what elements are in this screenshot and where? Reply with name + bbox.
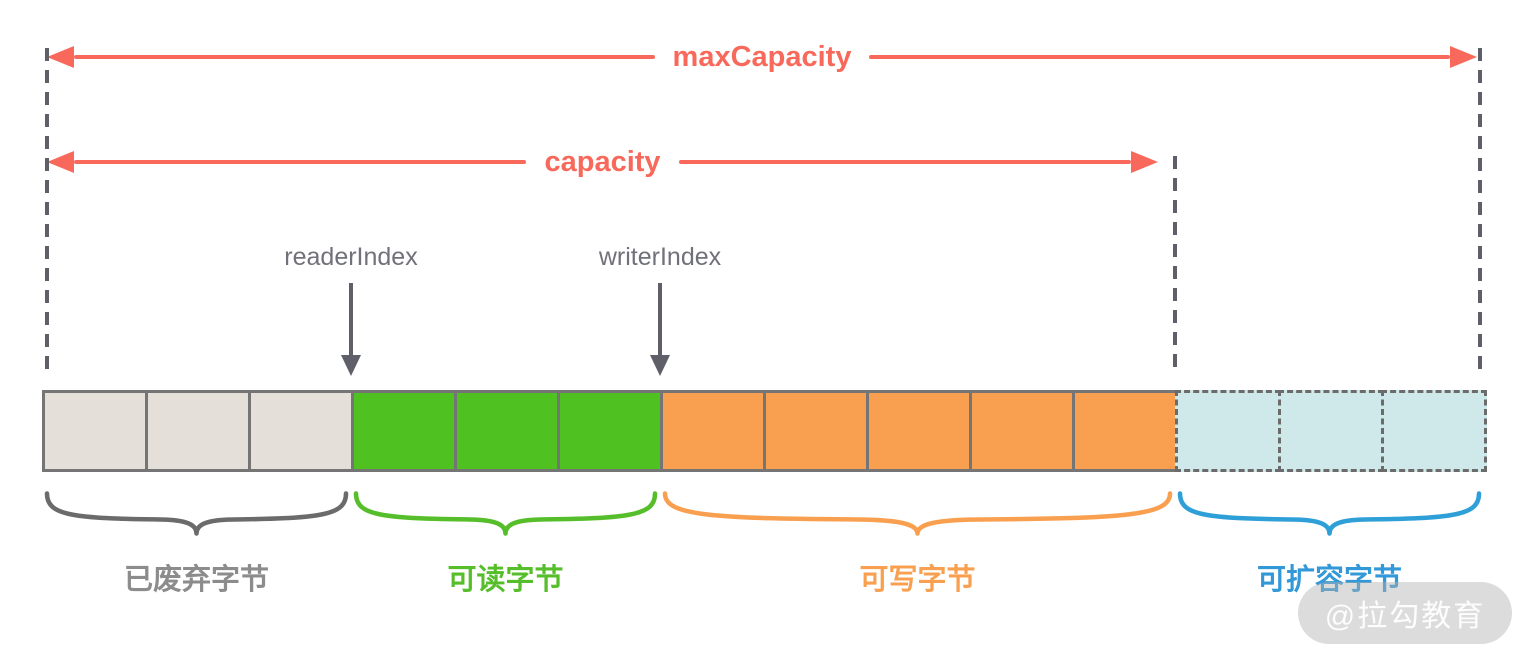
brace-writable — [662, 491, 1173, 536]
buffer-row — [42, 390, 1487, 472]
arrow-line — [678, 160, 1132, 164]
buffer-cell-discarded — [42, 390, 148, 472]
arrow-down-icon — [650, 355, 670, 376]
buffer-cell-expandable — [1175, 390, 1281, 472]
buffer-cell-discarded — [145, 390, 251, 472]
boundary-line-max-capacity — [1478, 48, 1482, 370]
capacity-label: capacity — [544, 145, 661, 178]
reader-index-arrow-stem — [349, 283, 353, 356]
buffer-cell-writable — [660, 390, 766, 472]
buffer-cell-writable — [969, 390, 1075, 472]
arrow-down-icon — [341, 355, 361, 376]
buffer-cell-writable — [763, 390, 869, 472]
section-label-writable: 可写字节 — [859, 564, 976, 596]
watermark: @拉勾教育 — [1298, 582, 1512, 644]
buffer-cell-writable — [866, 390, 972, 472]
buffer-cell-expandable — [1381, 390, 1487, 472]
brace-readable — [353, 491, 658, 536]
buffer-cell-expandable — [1278, 390, 1384, 472]
section-label-readable: 可读字节 — [447, 564, 564, 596]
arrowhead-left-icon — [47, 151, 74, 173]
section-label-discarded: 已废弃字节 — [123, 564, 269, 596]
boundary-line-capacity — [1173, 156, 1177, 372]
watermark-text: @拉勾教育 — [1324, 600, 1486, 633]
buffer-cell-readable — [351, 390, 457, 472]
section-label-expandable: 可扩容字节 — [1256, 564, 1402, 596]
buffer-cell-readable — [557, 390, 663, 472]
arrowhead-right-icon — [1450, 46, 1477, 68]
max-capacity-label: maxCapacity — [672, 40, 852, 73]
reader-index-label: readerIndex — [284, 243, 418, 271]
buffer-cell-readable — [454, 390, 560, 472]
buffer-cell-writable — [1072, 390, 1178, 472]
writer-index-arrow-stem — [658, 283, 662, 356]
arrow-line — [869, 55, 1450, 59]
arrow-line — [74, 55, 655, 59]
capacity-arrow: capacity — [47, 146, 1159, 178]
brace-discarded — [44, 491, 349, 536]
arrow-line — [74, 160, 527, 164]
arrowhead-left-icon — [47, 46, 74, 68]
max-capacity-arrow: maxCapacity — [47, 41, 1477, 73]
brace-expandable — [1177, 491, 1482, 536]
writer-index-label: writerIndex — [598, 243, 722, 271]
boundary-line-start — [45, 48, 49, 370]
buffer-cell-discarded — [248, 390, 354, 472]
arrowhead-right-icon — [1131, 151, 1159, 173]
